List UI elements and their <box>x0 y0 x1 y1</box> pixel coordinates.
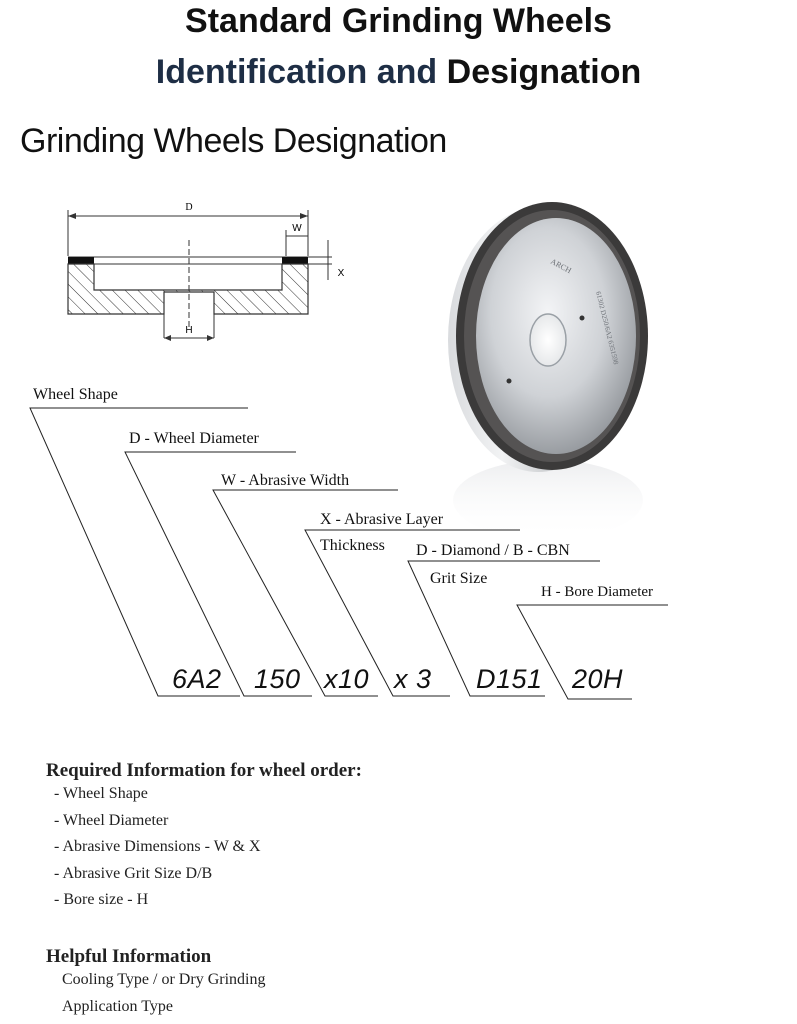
label-bore-diameter: H - Bore Diameter <box>541 584 654 600</box>
section-heading: Grinding Wheels Designation <box>20 122 447 160</box>
dim-x-label: X <box>338 268 345 279</box>
list-item: - Abrasive Dimensions - W & X <box>54 838 261 855</box>
label-wheel-shape: Wheel Shape <box>33 386 118 403</box>
list-item: - Wheel Shape <box>54 785 148 802</box>
code-bore: 20H <box>572 664 624 694</box>
list-item: - Wheel Diameter <box>54 811 169 829</box>
code-thickness: x 3 <box>394 664 432 694</box>
page-subtitle: Identification and Designation <box>0 53 797 92</box>
list-item: Application Type <box>62 998 174 1015</box>
dim-w-label: W <box>292 223 302 234</box>
dim-d-label: D <box>185 202 192 213</box>
page-title: Standard Grinding Wheels <box>185 2 612 40</box>
cross-section-drawing: D W X H <box>67 202 345 341</box>
label-grit-type: D - Diamond / B - CBN <box>416 542 570 559</box>
list-item: - Bore size - H <box>54 891 149 908</box>
label-wheel-diameter: D - Wheel Diameter <box>129 430 259 447</box>
dim-h-label: H <box>185 325 192 336</box>
label-abrasive-width: W - Abrasive Width <box>221 472 350 489</box>
leader-lines <box>29 407 668 700</box>
list-item: Cooling Type / or Dry Grinding <box>62 971 266 988</box>
label-abrasive-layer-thickness: Thickness <box>320 537 385 554</box>
required-info-list: - Wheel Shape - Wheel Diameter - Abrasiv… <box>54 784 261 917</box>
wheel-photo: ARCH 61302 D250/6A2 6351598 <box>448 202 648 540</box>
helpful-info-heading: Helpful Information <box>46 946 212 967</box>
code-grit: D151 <box>476 664 543 694</box>
code-width: x10 <box>324 664 370 694</box>
label-abrasive-layer: X - Abrasive Layer <box>320 511 444 528</box>
subtitle-plain: Designation <box>446 53 642 91</box>
helpful-info-list: Cooling Type / or Dry Grinding Applicati… <box>62 970 265 1024</box>
required-info-heading: Required Information for wheel order: <box>46 760 362 781</box>
list-item: - Abrasive Grit Size D/B <box>54 864 213 882</box>
label-grit-size: Grit Size <box>430 570 488 587</box>
code-diameter: 150 <box>254 664 301 694</box>
subtitle-accent: Identification and <box>155 53 438 91</box>
code-shape: 6A2 <box>172 664 222 694</box>
